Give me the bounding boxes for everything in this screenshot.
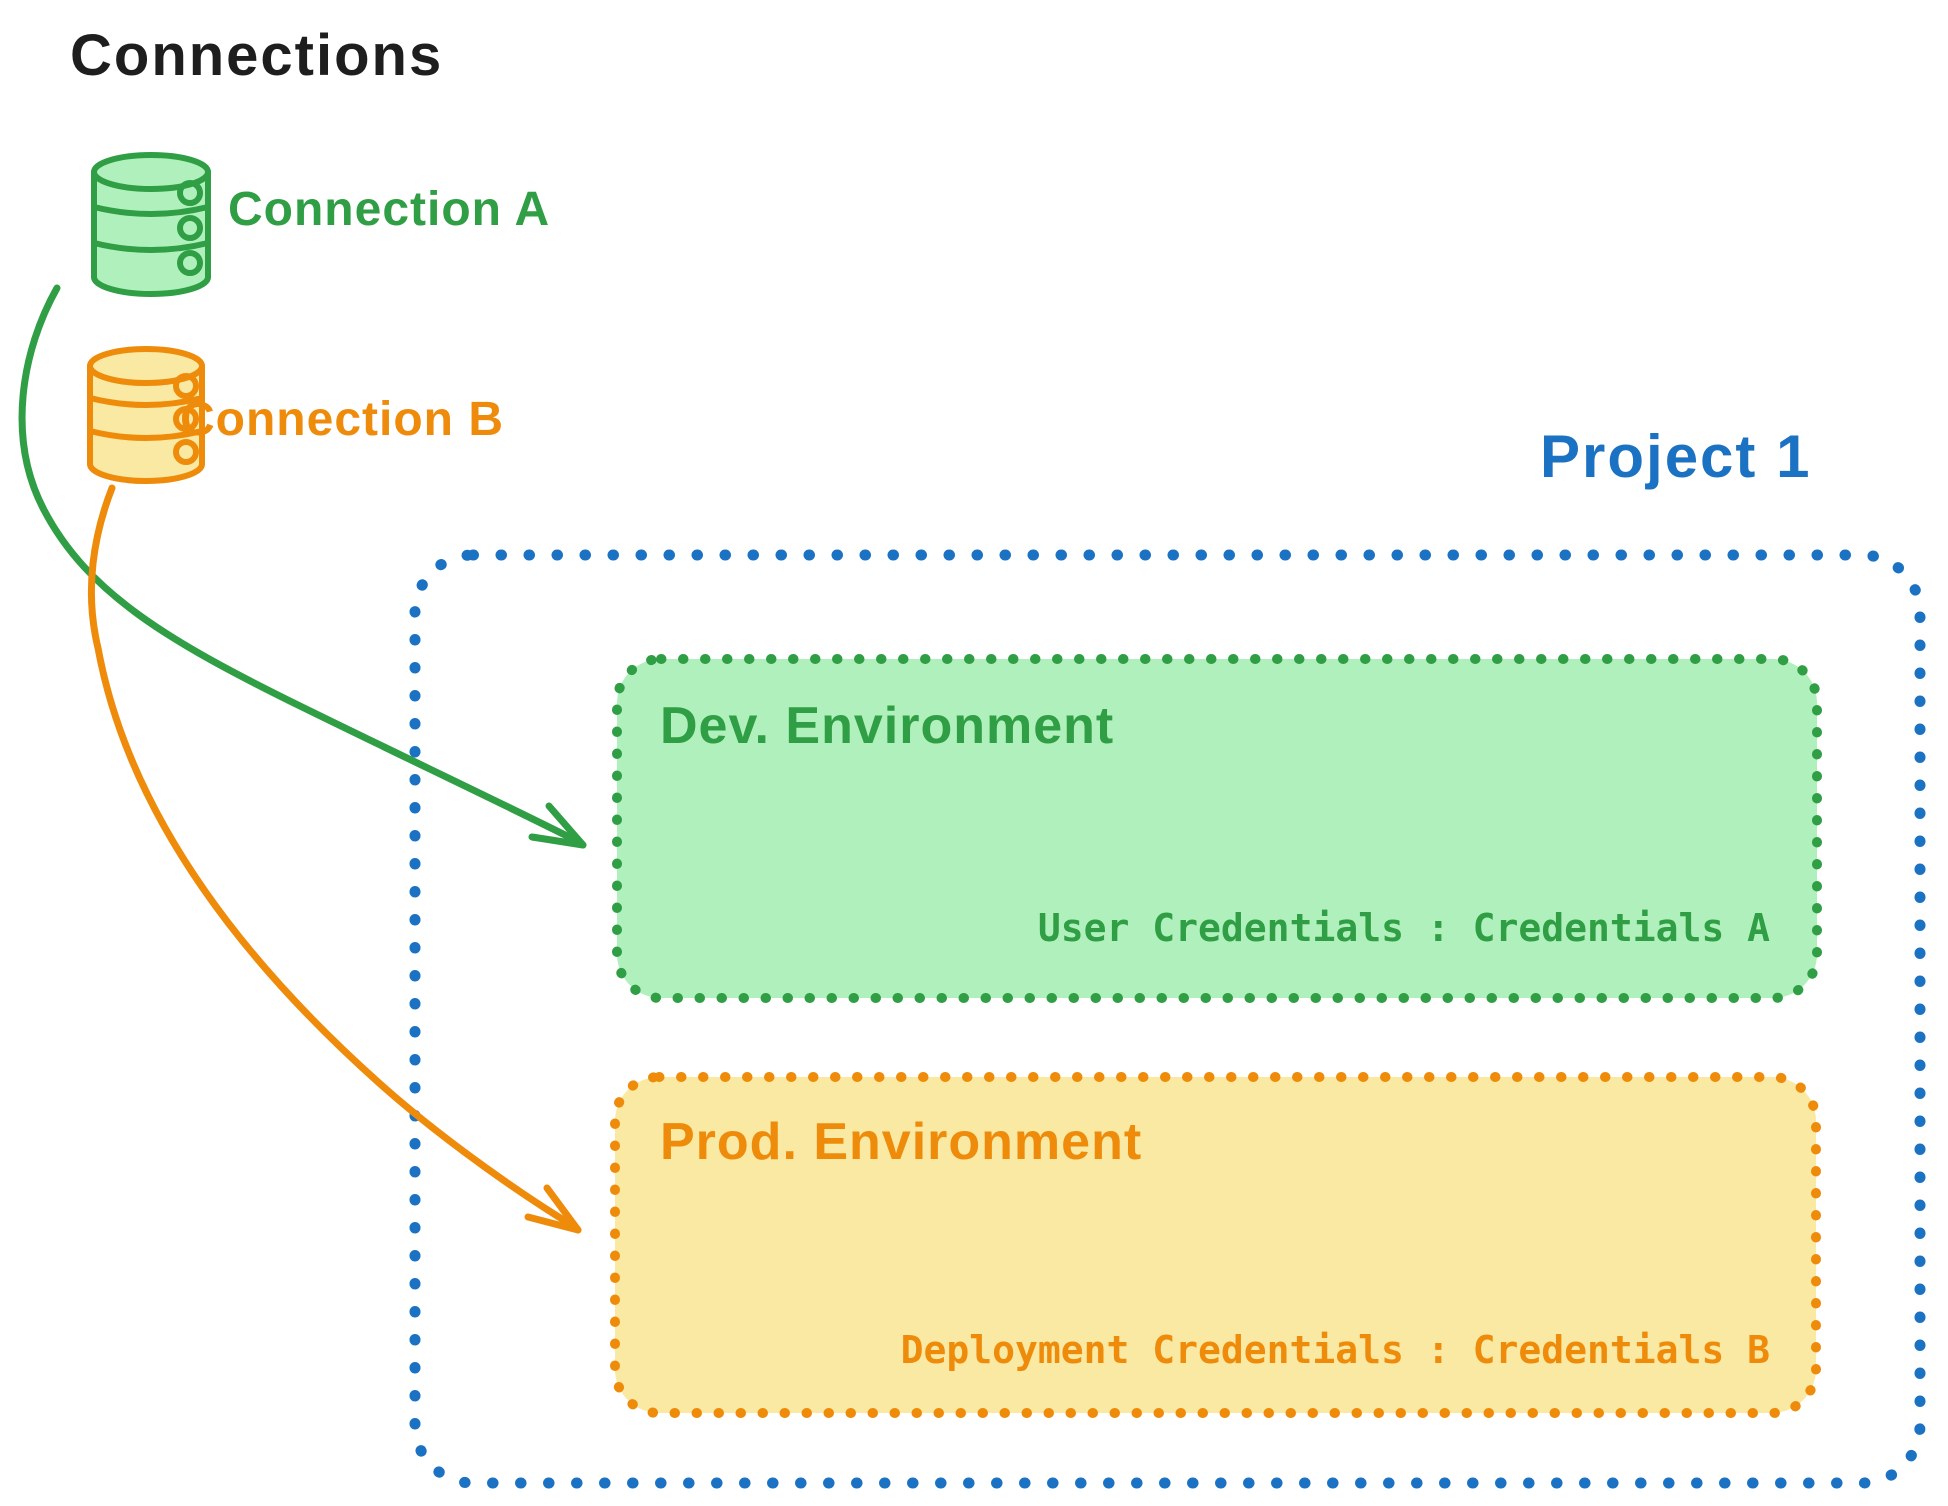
- connection-b-label: Connection B: [180, 393, 504, 446]
- arrow-connection-b-to-prod: [87, 484, 582, 1234]
- prod-credentials-text: Deployment Credentials : Credentials B: [900, 1328, 1770, 1372]
- dev-environment-title: Dev. Environment: [660, 697, 1115, 755]
- dev-environment-box: [612, 654, 1822, 1003]
- database-icon-connection-b: [87, 346, 205, 484]
- prod-environment-box: [610, 1072, 1821, 1418]
- project-box: [409, 549, 1926, 1489]
- prod-environment-title: Prod. Environment: [660, 1113, 1143, 1171]
- database-icon-connection-a: [91, 152, 211, 297]
- dev-credentials-text: User Credentials : Credentials A: [1037, 906, 1770, 950]
- connection-a-label: Connection A: [228, 183, 551, 236]
- project-title: Project 1: [1540, 423, 1812, 490]
- page-title: Connections: [70, 23, 444, 88]
- arrow-connection-a-to-dev: [18, 284, 587, 849]
